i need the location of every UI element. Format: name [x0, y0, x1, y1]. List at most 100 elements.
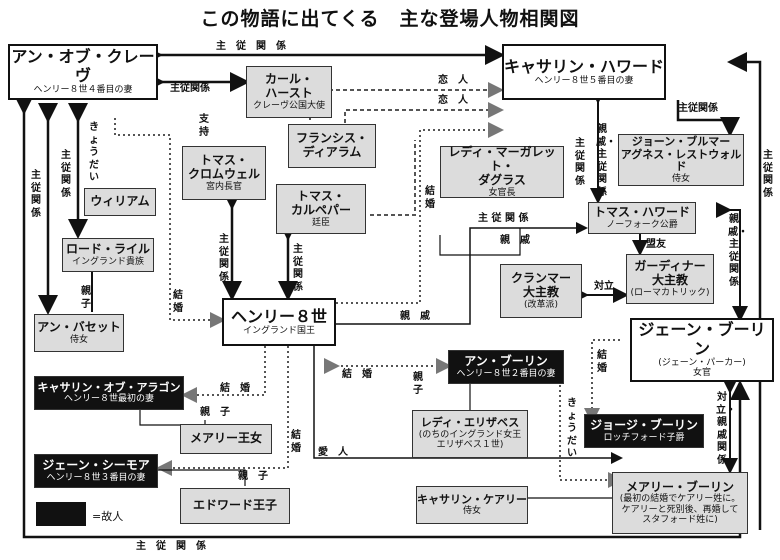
jane-seymour-name: ジェーン・シーモア	[42, 457, 150, 472]
label-v-kinship-master-right: 親戚・主従関係	[728, 214, 748, 288]
anne-basset-sub: 侍女	[69, 334, 88, 345]
george-boleyn-sub: ロッチフォード子爵	[603, 432, 685, 443]
mary-princess-node: メアリー王女	[180, 424, 272, 454]
culpeper-name1: トマス・	[296, 189, 345, 204]
jane-boleyn-sub1: (ジェーン・パーカー)	[658, 358, 746, 369]
label-marriage-aragon: 結 婚	[220, 383, 250, 394]
thomas-howard-sub: ノーフォーク公爵	[606, 219, 678, 230]
line-outer-bottom	[14, 95, 750, 539]
francis-dereham-name2: ディアラム	[302, 145, 362, 159]
label-lovers-1: 恋 人	[438, 75, 468, 86]
catherine-carey-node: キャサリン・ケアリー 侍女	[416, 486, 528, 524]
line-thoward-jane	[716, 202, 748, 322]
line-marriage-george	[584, 339, 620, 424]
label-parent-child-mary: 親 子	[200, 407, 230, 418]
label-v-conflict-kinship: 対立・親戚関係	[716, 392, 736, 466]
label-v-master-servant-culpeper: 主従関係	[293, 244, 303, 293]
catherine-aragon-sub: ヘンリー８世最初の妻	[63, 394, 154, 405]
cromwell-name1: トマス・	[199, 153, 248, 168]
label-ally: 盟友	[646, 239, 666, 250]
mary-boleyn-sub1: (最初の結婚でケアリー姓に。	[619, 494, 741, 505]
legend-deceased-label: =故人	[92, 510, 124, 523]
label-v-kyoudai-boleyn: きょうだい	[567, 398, 577, 459]
label-lovers-2: 恋 人	[438, 95, 468, 106]
margaret-douglas-name1: レディ・マーガレット・	[448, 145, 556, 173]
karl-hurst-name2: ハースト	[265, 85, 313, 100]
catherine-carey-name: キャサリン・ケアリー	[417, 492, 527, 506]
line-howard-joan	[676, 100, 740, 137]
karl-hurst-name1: カール・	[264, 72, 313, 87]
cromwell-node: トマス・ クロムウェル 宮内長官	[182, 146, 266, 200]
line-margaret-relatives	[439, 228, 521, 256]
jane-seymour-node: ジェーン・シーモア ヘンリー８世３番目の妻	[34, 454, 158, 488]
george-boleyn-name: ジョージ・ブーリン	[590, 417, 698, 432]
culpeper-sub: 廷臣	[311, 217, 330, 228]
label-v-parent-child-lisle: 親子	[81, 286, 91, 310]
elizabeth-sub2: エリザベス１世)	[436, 440, 504, 451]
label-v-master-servant-left: 主従関係	[31, 170, 41, 219]
catherine-howard-node: キャサリン・ハワード ヘンリー８世５番目の妻	[502, 44, 666, 100]
catherine-aragon-node: キャサリン・オブ・アラゴン ヘンリー８世最初の妻	[34, 376, 184, 410]
joan-bulmer-node: ジョーン・ブルマー アグネス・レストウォルド 侍女	[618, 134, 744, 186]
cranmer-node: クランマー 大主教 (改革派)	[500, 264, 582, 318]
jane-boleyn-name: ジェーン・ブーリン	[638, 320, 766, 358]
margaret-douglas-node: レディ・マーガレット・ ダグラス 女官長	[440, 145, 564, 198]
william-name: ウィリアム	[90, 194, 150, 209]
label-parent-child-edward: 親 子	[238, 471, 268, 482]
george-boleyn-node: ジョージ・ブーリン ロッチフォード子爵	[584, 414, 704, 448]
henry-viii-node: ヘンリー８世 イングランド国王	[222, 298, 336, 346]
line-anneboleyn-maryboleyn	[559, 380, 624, 488]
label-v-marriage-george: 結婚	[597, 350, 607, 374]
anne-boleyn-node: アン・ブーリン ヘンリー８世２番目の妻	[448, 350, 564, 384]
label-v-marriage-howard: 結婚	[425, 186, 435, 210]
line-henry-maryboleyn	[313, 346, 623, 464]
label-master-servant-top: 主 従 関 係	[216, 41, 286, 52]
william-node: ウィリアム	[84, 188, 156, 216]
label-v-master-servant-right: 主従関係	[763, 150, 773, 199]
cromwell-name2: クロムウェル	[187, 166, 260, 181]
label-master-servant-bottom: 主 従 関 係	[136, 541, 206, 552]
jane-boleyn-sub2: 女官	[692, 368, 711, 379]
line-lovers-francis	[309, 82, 504, 120]
jane-seymour-sub: ヘンリー８世３番目の妻	[46, 472, 146, 483]
cranmer-name2: 大主教	[522, 284, 559, 299]
line-marriage-cleves	[114, 118, 226, 328]
francis-dereham-node: フランシス・ ディアラム	[288, 124, 376, 168]
label-v-master-servant-howard: 主従関係	[575, 138, 585, 187]
mary-boleyn-name: メアリー・ブーリン	[625, 479, 734, 494]
line-henry-relatives	[336, 222, 588, 325]
thomas-howard-node: トマス・ハワード ノーフォーク公爵	[588, 202, 696, 234]
anne-boleyn-name: アン・ブーリン	[464, 353, 548, 368]
lord-lisle-node: ロード・ライル イングランド貴族	[62, 238, 154, 272]
karl-hurst-node: カール・ ハースト クレーヴ公国大使	[246, 66, 332, 118]
francis-dereham-name1: フランシス・	[295, 131, 368, 146]
line-marriage-culpeper-dash	[370, 140, 416, 216]
label-v-support: 支持	[199, 114, 209, 138]
cranmer-sub: (改革派)	[523, 299, 559, 310]
label-v-marriage-cleves: 結婚	[173, 290, 183, 314]
catherine-howard-sub: ヘンリー８世５番目の妻	[534, 76, 634, 87]
margaret-douglas-sub: 女官長	[488, 187, 516, 198]
anne-of-cleves-node: アン・オブ・クレーヴ ヘンリー８世４番目の妻	[8, 44, 158, 100]
gardiner-name1: ガーディナー	[634, 259, 706, 274]
line-aragon-mary	[139, 410, 206, 426]
catherine-carey-sub: 侍女	[462, 506, 481, 517]
label-v-kinship-master: 親戚・主従関係	[596, 124, 616, 198]
anne-of-cleves-name: アン・オブ・クレーヴ	[11, 47, 155, 85]
mary-princess-name: メアリー王女	[189, 431, 262, 446]
margaret-douglas-name2: ダグラス	[478, 172, 526, 187]
lord-lisle-name: ロード・ライル	[65, 241, 150, 256]
karl-hurst-sub: クレーヴ公国大使	[252, 100, 325, 111]
label-conflict: 対立	[594, 281, 614, 292]
label-master-servant-joan: 主従関係	[678, 103, 718, 114]
cranmer-name1: クランマー	[510, 271, 571, 286]
gardiner-name2: 大主教	[651, 272, 688, 287]
anne-boleyn-sub: ヘンリー８世２番目の妻	[456, 368, 556, 379]
thomas-howard-name: トマス・ハワード	[593, 204, 690, 219]
line-right-outer	[727, 52, 762, 530]
cromwell-sub: 宮内長官	[205, 181, 242, 192]
label-marriage-anneboleyn: 結 婚	[342, 369, 372, 380]
lord-lisle-sub: イングランド貴族	[71, 256, 144, 267]
label-master-servant-thoward: 主 従 関 係	[478, 213, 529, 224]
